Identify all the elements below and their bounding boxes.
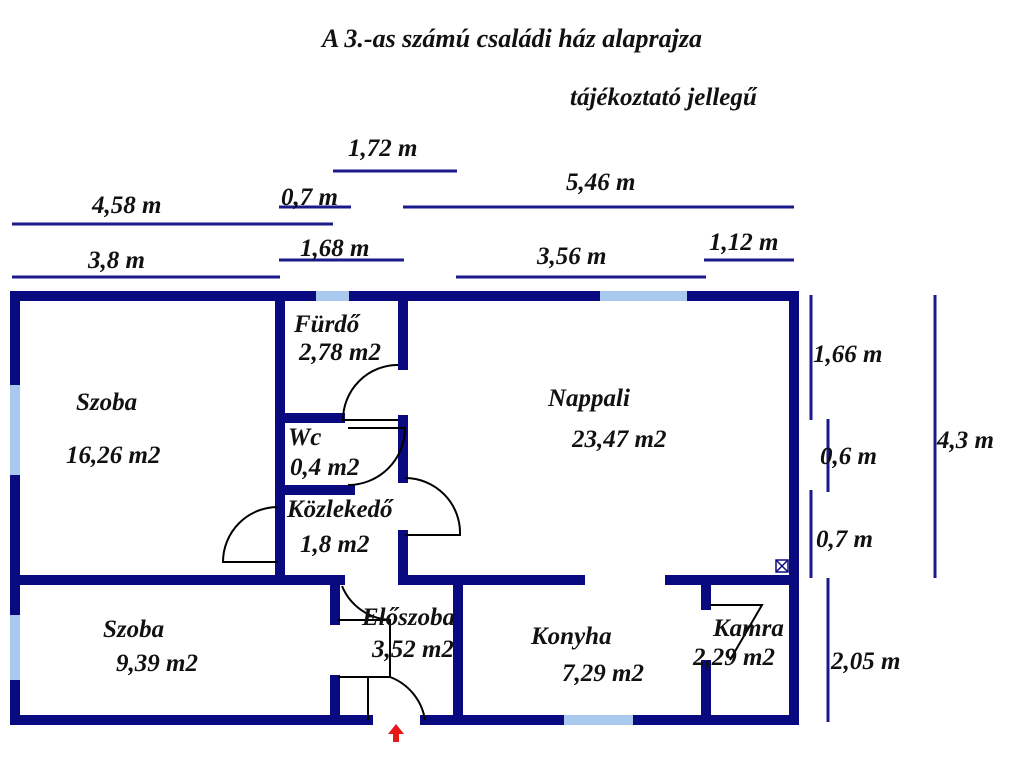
room-area: 16,26 m2 xyxy=(66,442,161,469)
room-name: Konyha xyxy=(531,623,612,650)
dimension-label: 1,68 m xyxy=(300,235,370,262)
dimension-label: 0,7 m xyxy=(816,526,873,553)
room-area: 7,29 m2 xyxy=(562,660,644,687)
dimension-lines xyxy=(12,169,937,722)
dimension-label: 1,12 m xyxy=(709,229,779,256)
dimension-label: 4,3 m xyxy=(937,427,994,454)
room-name: Fürdő xyxy=(294,311,360,338)
dimension-label: 0,6 m xyxy=(820,443,877,470)
dimension-label: 0,7 m xyxy=(281,184,338,211)
room-area: 3,52 m2 xyxy=(372,636,454,663)
dimension-label: 1,66 m xyxy=(813,341,883,368)
room-name: Nappali xyxy=(548,385,630,412)
room-area: 2,78 m2 xyxy=(299,339,381,366)
dimension-label: 3,56 m xyxy=(537,243,607,270)
room-area: 1,8 m2 xyxy=(300,531,370,558)
dimension-label: 4,58 m xyxy=(92,192,162,219)
room-name: Közlekedő xyxy=(287,496,393,523)
entrance-arrow-icon xyxy=(388,724,404,742)
room-name: Wc xyxy=(288,424,322,451)
room-name: Előszoba xyxy=(362,604,456,631)
door-swings xyxy=(221,364,764,721)
room-area: 0,4 m2 xyxy=(290,454,360,481)
room-name: Szoba xyxy=(76,389,138,416)
windows xyxy=(10,291,687,725)
room-area: 9,39 m2 xyxy=(116,650,198,677)
plan-title: A 3.-as számú családi ház alaprajza xyxy=(322,24,702,53)
chimney-vent-icon xyxy=(775,559,789,573)
dimension-label: 3,8 m xyxy=(88,247,145,274)
room-name: Szoba xyxy=(103,616,165,643)
dimension-label: 2,05 m xyxy=(831,648,901,675)
room-area: 2,29 m2 xyxy=(693,644,775,671)
plan-subtitle: tájékoztató jellegű xyxy=(570,84,757,111)
dimension-label: 5,46 m xyxy=(566,169,636,196)
room-name: Kamra xyxy=(713,615,784,642)
room-area: 23,47 m2 xyxy=(572,426,667,453)
dimension-label: 1,72 m xyxy=(348,135,418,162)
